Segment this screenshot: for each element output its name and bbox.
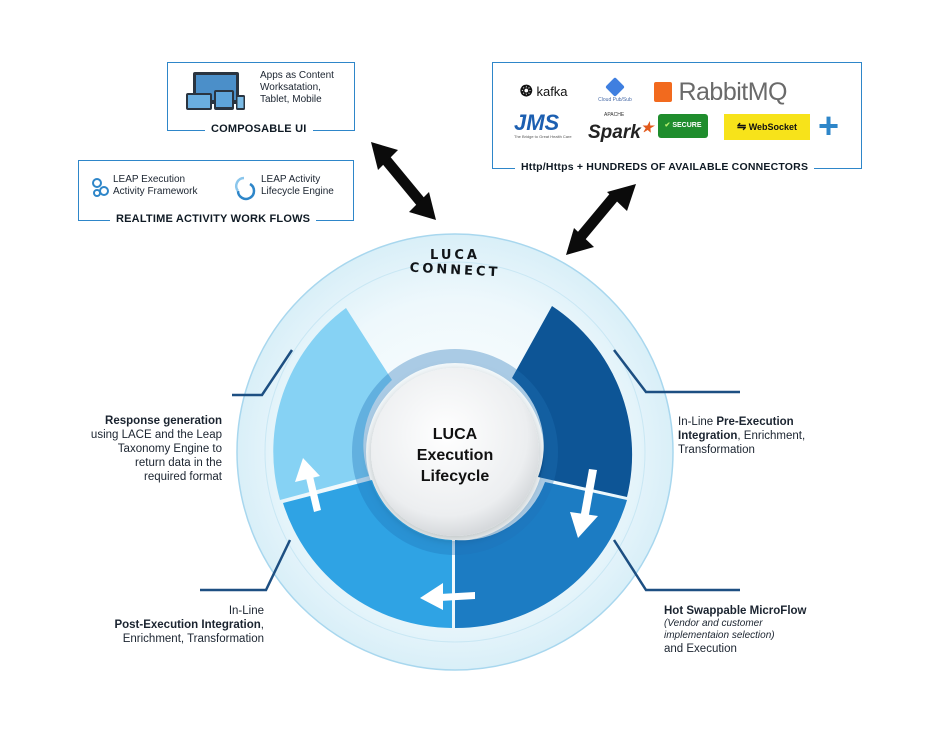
post-exec-rest: ,	[260, 619, 264, 631]
realtime-item-2-line-2: Lifecycle Engine	[261, 186, 334, 197]
composable-line-2: Worksatation,	[260, 82, 321, 93]
leader-post	[200, 539, 292, 592]
realtime-item-2-line-1: LEAP Activity	[261, 174, 321, 185]
flow-arrow-up	[295, 458, 321, 512]
kafka-logo: ❂ kafka	[520, 83, 568, 100]
pre-exec-bold-2: Integration	[678, 430, 738, 442]
post-exec-line-1: In-Line	[228, 605, 264, 617]
pubsub-text: Cloud Pub/Sub	[598, 97, 632, 103]
rabbitmq-text: RabbitMQ	[678, 78, 787, 106]
bidirectional-arrow-right	[566, 184, 636, 255]
bidirectional-arrow-left	[371, 142, 436, 220]
composable-ui-label: COMPOSABLE UI	[205, 123, 313, 135]
leader-pre	[613, 349, 740, 394]
spark-logo: APACHE Spark★	[588, 112, 654, 143]
pubsub-logo: Cloud Pub/Sub	[594, 77, 636, 103]
realtime-item-1-line-2: Activity Framework	[113, 186, 198, 197]
realtime-item-1: LEAP Execution Activity Framework	[113, 174, 197, 198]
websocket-text: WebSocket	[748, 122, 798, 132]
center-line-1: LUCA	[432, 426, 478, 443]
framework-icon	[92, 178, 109, 197]
segment-pre-execution	[512, 306, 633, 497]
pre-exec-prefix: In-Line	[678, 416, 717, 428]
pre-exec-line-3: Transformation	[678, 444, 755, 456]
inner-ring-guide	[264, 261, 646, 643]
lifecycle-icon	[235, 176, 256, 201]
spark-text: Spark	[588, 122, 641, 143]
post-exec-line-3: Enrichment, Transformation	[122, 633, 264, 645]
composable-ui-text: Apps as Content Worksatation, Tablet, Mo…	[260, 70, 334, 106]
pre-exec-rest: , Enrichment,	[737, 430, 806, 442]
hot-swap-italic-2: implementaion selection)	[664, 630, 775, 641]
secure-logo: ✔ SECURE	[658, 114, 708, 138]
leader-hot	[612, 539, 740, 592]
segment-post-execution	[283, 480, 452, 628]
hot-swap-bold: Hot Swappable MicroFlow	[664, 605, 807, 617]
luca-connect-connect: CONNECT	[409, 260, 501, 281]
response-bold: Response generation	[105, 415, 222, 427]
center-disk	[371, 368, 539, 536]
realtime-item-2: LEAP Activity Lifecycle Engine	[261, 174, 334, 198]
annotation-post-execution: In-Line Post-Execution Integration, Enri…	[80, 604, 264, 646]
jms-logo: JMS The Bridge to Great Health Care	[514, 110, 580, 140]
jms-text: JMS	[514, 110, 560, 135]
center-line-3: Lifecycle	[420, 468, 490, 485]
realtime-item-1-line-1: LEAP Execution	[113, 174, 186, 185]
composable-line-1: Apps as Content	[260, 70, 334, 81]
websocket-logo: ⇋ WebSocket	[724, 114, 810, 140]
annotation-pre-execution: In-Line Pre-Execution Integration, Enric…	[678, 415, 838, 457]
jms-tagline: The Bridge to Great Health Care	[514, 134, 572, 139]
luca-connect-luca: LUCA	[430, 248, 480, 263]
center-label: LUCA Execution Lifecycle	[395, 424, 515, 487]
composable-line-3: Tablet, Mobile	[260, 94, 322, 105]
response-line-1: using LACE and the Leap	[90, 429, 222, 441]
hot-swap-italic-1: (Vendor and customer	[664, 618, 763, 629]
post-exec-bold: Post-Execution Integration	[114, 619, 261, 631]
devices-icon	[186, 72, 245, 110]
plus-icon: +	[818, 105, 840, 146]
center-line-2: Execution	[416, 447, 494, 464]
luca-connect-label: LUCA CONNECT	[395, 248, 515, 281]
kafka-text: kafka	[536, 84, 568, 99]
realtime-label: REALTIME ACTIVITY WORK FLOWS	[110, 213, 317, 225]
flow-arrow-down	[570, 469, 598, 538]
connectors-label: Http/Https + HUNDREDS OF AVAILABLE CONNE…	[515, 161, 815, 173]
spark-apache-text: APACHE	[604, 112, 625, 118]
flow-arrow-left	[420, 583, 475, 610]
secure-text: SECURE	[672, 122, 702, 129]
annotation-response: Response generation using LACE and the L…	[70, 414, 222, 484]
response-line-3: return data in the	[135, 457, 222, 469]
segment-response	[273, 308, 392, 500]
response-line-2: Taxonomy Engine to	[117, 443, 222, 455]
hot-swap-line-4: and Execution	[664, 643, 737, 655]
response-line-4: required format	[144, 471, 222, 483]
annotation-hot-swap: Hot Swappable MicroFlow (Vendor and cust…	[664, 604, 844, 656]
leader-response	[232, 349, 294, 397]
rabbitmq-logo: RabbitMQ	[654, 78, 787, 107]
pre-exec-bold-1: Pre-Execution	[716, 416, 794, 428]
